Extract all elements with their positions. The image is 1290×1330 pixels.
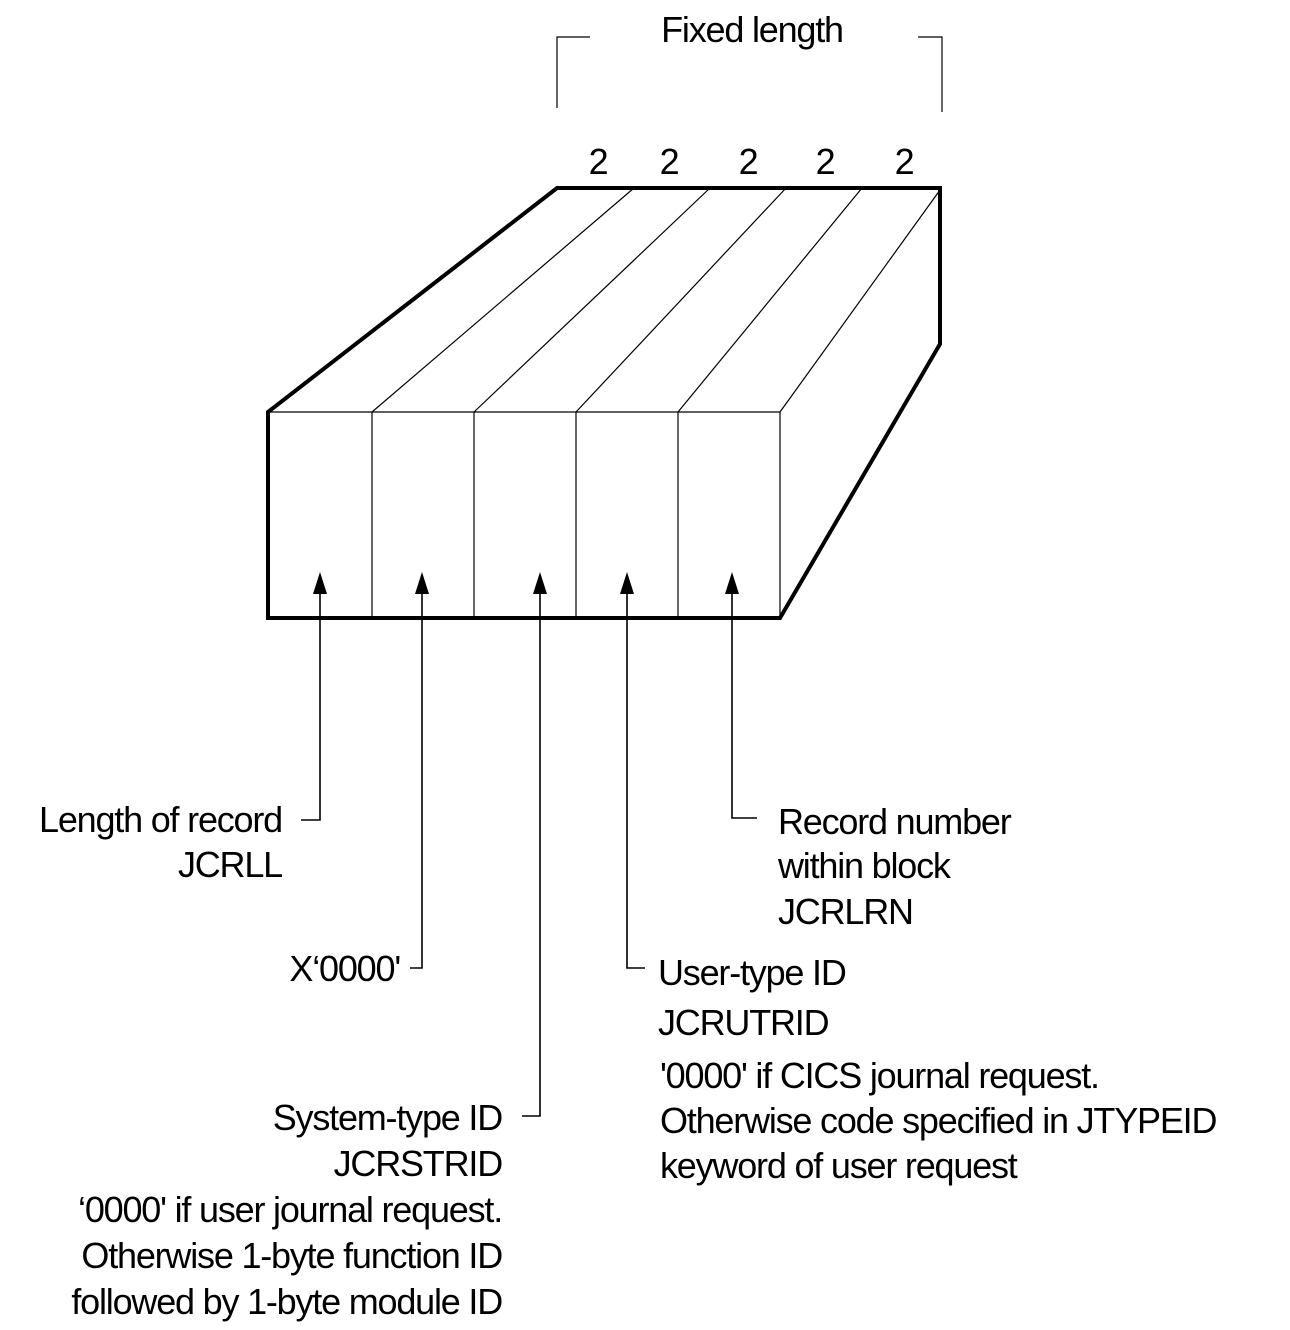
field-size-labels: 2 2 2 2 2	[589, 141, 915, 182]
arrow-line-x0000	[410, 594, 423, 969]
jcrll-line-1: Length of record	[39, 799, 282, 840]
jcrlrn-line-1: Record number	[778, 801, 1012, 842]
pointer-arrows	[301, 572, 757, 1117]
label-jcrlrn: Record number within block JCRLRN	[777, 801, 1013, 932]
jcrstrid-line-2: JCRSTRID	[334, 1143, 503, 1184]
jcrutrid-line-4: Otherwise code specified in JTYPEID	[660, 1100, 1216, 1141]
jcrutrid-line-1: User-type ID	[658, 952, 846, 993]
x0000-line-1: X‘0000'	[289, 948, 400, 989]
arrow-head-jcrutrid	[620, 572, 634, 594]
top-right-diagonal	[779, 189, 941, 413]
label-jcrll: Length of record JCRLL	[39, 799, 283, 885]
arrow-head-jcrstrid	[533, 572, 547, 594]
label-jcrstrid: System-type ID JCRSTRID ‘0000' if user j…	[71, 1097, 503, 1322]
jcrlrn-line-3: JCRLRN	[778, 891, 913, 932]
field-size-3: 2	[739, 141, 758, 182]
jcrstrid-line-3: ‘0000' if user journal request.	[78, 1189, 502, 1230]
field-size-1: 2	[589, 141, 608, 182]
field-size-5: 2	[895, 141, 914, 182]
label-jcrutrid: User-type ID JCRUTRID '0000' if CICS jou…	[658, 952, 1218, 1186]
arrow-line-jcrlrn	[731, 594, 757, 819]
arrow-line-jcrstrid	[522, 594, 541, 1117]
arrow-head-jcrlrn	[725, 572, 739, 594]
field-size-2: 2	[660, 141, 679, 182]
arrow-line-jcrll	[301, 594, 321, 821]
field-size-4: 2	[816, 141, 835, 182]
jcrstrid-line-4: Otherwise 1-byte function ID	[81, 1235, 502, 1276]
jcrutrid-line-3: '0000' if CICS journal request.	[660, 1055, 1099, 1096]
jcrutrid-line-5: keyword of user request	[660, 1145, 1018, 1186]
arrow-head-x0000	[415, 572, 429, 594]
top-divider-3	[575, 187, 787, 413]
top-divider-2	[473, 187, 711, 413]
arrow-line-jcrutrid	[626, 594, 645, 969]
bracket-right	[918, 36, 943, 112]
jcrlrn-line-2: within block	[777, 845, 952, 886]
fixed-length-label: Fixed length	[661, 9, 843, 50]
label-x0000: X‘0000'	[289, 948, 401, 989]
fixed-length-bracket: Fixed length	[556, 9, 943, 112]
top-divider-4	[677, 187, 863, 413]
jcrstrid-line-5: followed by 1-byte module ID	[71, 1281, 502, 1322]
jcrll-line-2: JCRLL	[178, 844, 282, 885]
top-divider-1	[371, 187, 635, 413]
block-outline	[266, 186, 942, 620]
jcrstrid-line-1: System-type ID	[273, 1097, 502, 1138]
arrow-head-jcrll	[313, 572, 327, 594]
jcrutrid-line-2: JCRUTRID	[658, 1002, 829, 1043]
bracket-left	[556, 36, 590, 108]
record-block	[266, 186, 942, 620]
